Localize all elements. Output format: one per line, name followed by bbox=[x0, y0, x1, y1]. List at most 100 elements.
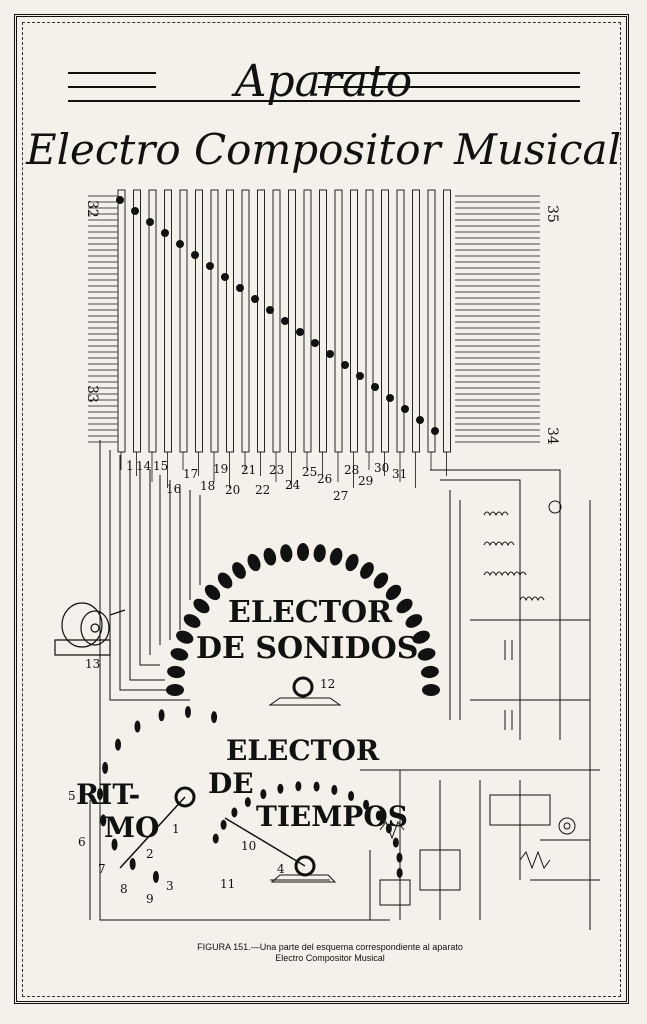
sonidos-hub bbox=[292, 676, 314, 698]
callout-n11: 11 bbox=[220, 877, 235, 891]
ritmo-line-2: MO bbox=[104, 811, 159, 844]
sonidos-contact bbox=[417, 648, 436, 661]
callout-n2: 2 bbox=[146, 847, 154, 861]
title-rule-mid bbox=[68, 86, 156, 88]
grid-bar bbox=[148, 189, 157, 453]
sonidos-contact bbox=[313, 544, 326, 563]
callout-n27: 27 bbox=[333, 489, 348, 503]
ritmo-contact bbox=[184, 706, 191, 719]
grid-bar bbox=[210, 189, 219, 453]
sonidos-contact bbox=[297, 543, 309, 561]
ritmo-arm bbox=[119, 796, 186, 869]
contact-star bbox=[431, 427, 439, 435]
callout-n8: 8 bbox=[120, 882, 128, 896]
motor-drawing bbox=[54, 602, 126, 656]
grid-bar bbox=[365, 189, 374, 453]
caption-line-2: Electro Compositor Musical bbox=[275, 953, 385, 963]
callout-n28: 28 bbox=[344, 463, 359, 477]
contact-star bbox=[191, 251, 199, 259]
contact-star bbox=[416, 416, 424, 424]
sonidos-contact bbox=[420, 665, 439, 679]
callout-n1: 1 bbox=[126, 459, 134, 473]
ritmo-contact bbox=[134, 720, 141, 733]
title-line-2: Electro Compositor Musical bbox=[25, 125, 622, 174]
ritmo-contact bbox=[100, 814, 107, 827]
contact-star bbox=[176, 240, 184, 248]
tiempos-contact bbox=[231, 807, 238, 818]
tiempos-base bbox=[270, 874, 337, 883]
grid-bar bbox=[133, 189, 141, 453]
tiempos-contact bbox=[363, 799, 370, 810]
sonidos-contact bbox=[412, 630, 430, 644]
contact-star bbox=[131, 207, 139, 215]
grid-bar bbox=[396, 189, 405, 453]
contact-star bbox=[371, 383, 379, 391]
ritmo-line-1: RIT- bbox=[76, 778, 140, 811]
wiring bbox=[89, 440, 600, 930]
tiempos-arm bbox=[224, 817, 306, 867]
sonidos-contact bbox=[280, 544, 293, 563]
callout-n24: 24 bbox=[285, 478, 301, 492]
page-border bbox=[14, 14, 629, 1004]
callout-n34: 34 bbox=[544, 427, 560, 445]
sonidos-contact bbox=[360, 562, 374, 579]
tiempos-contact bbox=[385, 823, 392, 834]
callout-n33: 33 bbox=[84, 385, 100, 403]
tiempos-contact bbox=[396, 852, 403, 863]
tiempos-contact bbox=[260, 789, 267, 800]
sonidos-contact bbox=[193, 598, 210, 614]
grid-bar bbox=[288, 189, 296, 453]
grid-bar bbox=[226, 189, 234, 453]
sonidos-contact bbox=[373, 572, 389, 589]
page-border-inner bbox=[22, 22, 621, 997]
callout-n17: 17 bbox=[183, 467, 198, 481]
ritmo-contact bbox=[211, 711, 218, 724]
tiempos-contact bbox=[331, 784, 338, 795]
callout-n12: 12 bbox=[320, 677, 335, 691]
sonidos-contact bbox=[176, 630, 194, 644]
callout-n10: 10 bbox=[241, 839, 256, 853]
callout-n7: 7 bbox=[98, 862, 106, 876]
grid-bar bbox=[272, 189, 281, 453]
callout-n14: 14 bbox=[136, 459, 152, 473]
title-rule-top-right bbox=[318, 72, 580, 74]
contact-star bbox=[401, 405, 409, 413]
dials bbox=[97, 543, 440, 883]
elector-sonidos-line-1: ELECTOR bbox=[228, 595, 393, 630]
contact-grid bbox=[88, 189, 540, 488]
title-line-1: Aparato bbox=[234, 56, 413, 107]
callout-n4: 4 bbox=[277, 862, 285, 876]
contact-star bbox=[251, 295, 259, 303]
sonidos-contact bbox=[170, 648, 189, 661]
callout-n22: 22 bbox=[255, 483, 270, 497]
grid-bar bbox=[443, 189, 451, 453]
sonidos-contact bbox=[183, 614, 201, 628]
grid-bar bbox=[179, 189, 188, 453]
sonidos-base bbox=[268, 697, 342, 706]
grid-bar bbox=[257, 189, 265, 453]
sonidos-contact bbox=[204, 584, 221, 601]
title-rule-bottom bbox=[68, 100, 580, 102]
sonidos-contact bbox=[166, 684, 184, 696]
contact-star bbox=[161, 229, 169, 237]
ritmo-contact bbox=[129, 857, 136, 870]
callout-n13: 13 bbox=[85, 657, 100, 671]
contact-star bbox=[281, 317, 289, 325]
contact-star bbox=[146, 218, 154, 226]
grid-bar bbox=[427, 189, 436, 453]
caption-line-1: FIGURA 151.—Una parte del esquema corres… bbox=[197, 942, 463, 952]
sonidos-contact bbox=[263, 547, 277, 566]
sonidos-contact bbox=[329, 547, 343, 566]
grid-bar bbox=[195, 189, 203, 453]
ritmo-contact bbox=[102, 761, 109, 774]
tiempos-contact bbox=[277, 783, 284, 794]
sonidos-contact bbox=[405, 614, 423, 628]
title-rule-mid-right bbox=[318, 86, 580, 88]
contact-star bbox=[221, 273, 229, 281]
sonidos-contact bbox=[217, 572, 233, 589]
callout-n5: 5 bbox=[68, 789, 76, 803]
callout-n26: 26 bbox=[317, 472, 332, 486]
ritmo-contact bbox=[115, 738, 122, 751]
tiempos-contact bbox=[348, 791, 355, 802]
tiempos-contact bbox=[220, 819, 227, 830]
